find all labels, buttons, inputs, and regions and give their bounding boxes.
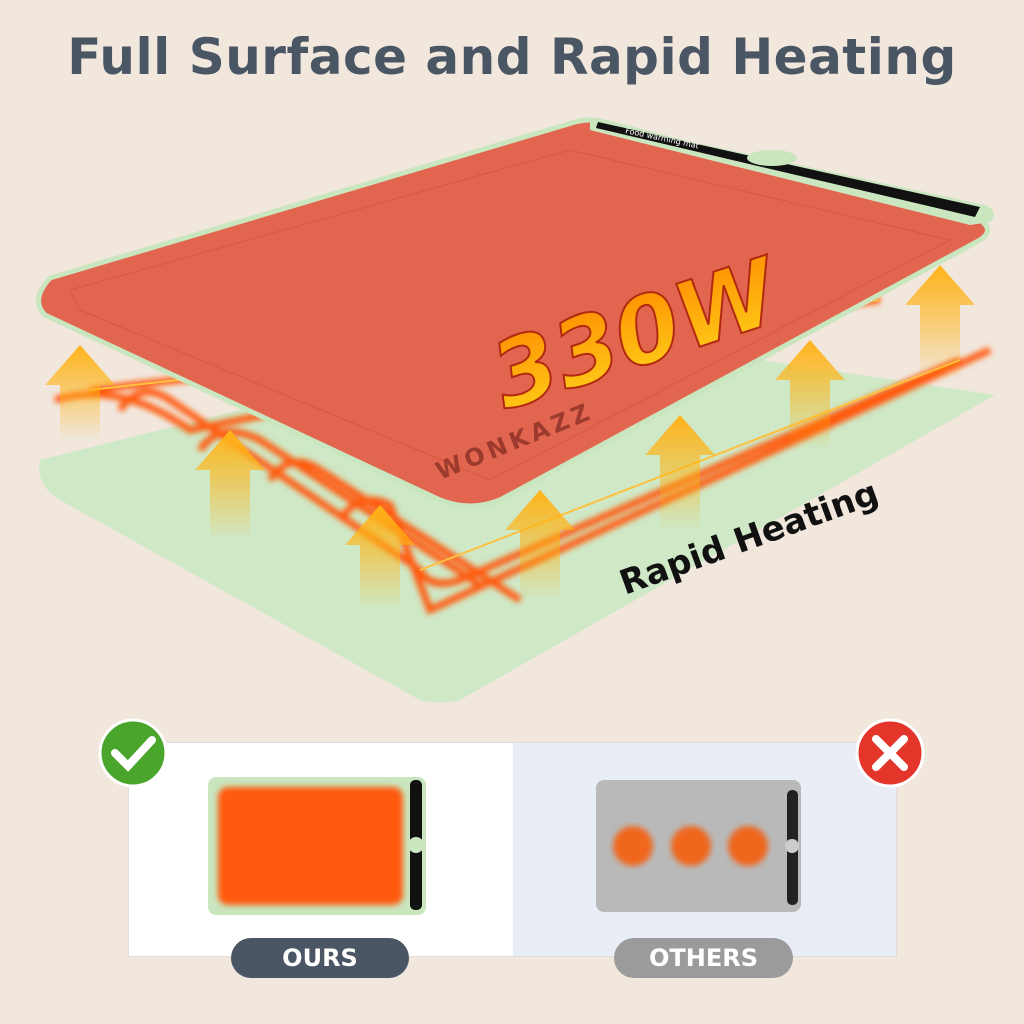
power-knob (747, 150, 797, 166)
x-icon (855, 718, 925, 788)
mat-top (36, 117, 990, 509)
check-icon (98, 718, 168, 788)
others-label: OTHERS (614, 938, 793, 978)
ours-mat (208, 777, 426, 915)
control-strip: Food warming mat (590, 120, 994, 225)
heat-arrows (45, 265, 975, 610)
others-mat (596, 780, 801, 912)
ours-label: OURS (231, 938, 409, 978)
page-title: Full Surface and Rapid Heating (67, 28, 957, 86)
